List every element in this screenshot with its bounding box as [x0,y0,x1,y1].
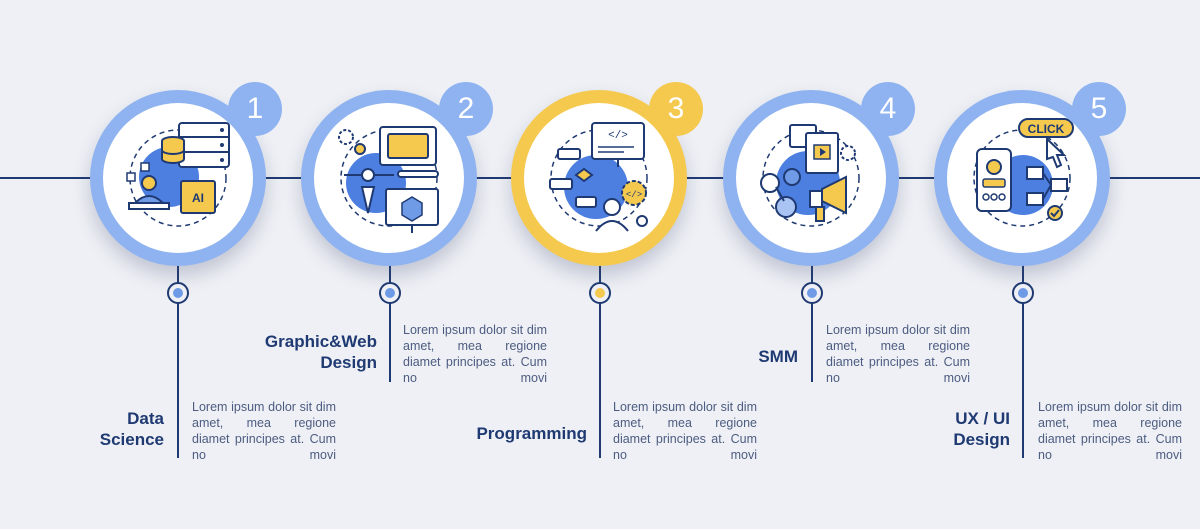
step-title-3: Programming [476,424,587,443]
step-title-4: SMM [758,347,798,366]
graphic-design-icon [338,126,439,233]
ux-ui-icon: CLICK [973,118,1074,227]
svg-text:</>: </> [608,130,628,142]
connector-line-2 [389,260,391,382]
step-number-4: 4 [861,82,915,136]
data-science-icon: AI [126,122,230,227]
smm-icon [760,124,860,227]
step-circle-2: 2 [301,82,493,266]
timeline-dot-3 [589,282,611,304]
step-circle-4: 4 [723,82,915,266]
step-number-1: 1 [228,82,282,136]
timeline-dot-1 [167,282,189,304]
step-description-2: Lorem ipsum dolor sit dim amet, mea regi… [403,323,547,385]
svg-text:AI: AI [192,191,204,205]
programming-icon: </> </> [549,122,648,232]
svg-text:</>: </> [626,190,642,200]
step-description-5: Lorem ipsum dolor sit dim amet, mea regi… [1038,400,1182,462]
click-label: CLICK [1028,122,1065,136]
step-circle-3: </> </> 3 [511,82,703,266]
timeline-dot-2 [379,282,401,304]
step-description-1: Lorem ipsum dolor sit dim amet, mea regi… [192,400,336,462]
timeline-dot-5 [1012,282,1034,304]
timeline-dot-4 [801,282,823,304]
step-number-2: 2 [439,82,493,136]
step-circle-5: CLICK 5 [934,82,1126,266]
connector-line-4 [811,260,813,382]
step-description-3: Lorem ipsum dolor sit dim amet, mea regi… [613,400,757,462]
step-circle-1: AI 1 [90,82,282,266]
step-description-4: Lorem ipsum dolor sit dim amet, mea regi… [826,323,970,385]
step-number-5: 5 [1072,82,1126,136]
step-number-3: 3 [649,82,703,136]
